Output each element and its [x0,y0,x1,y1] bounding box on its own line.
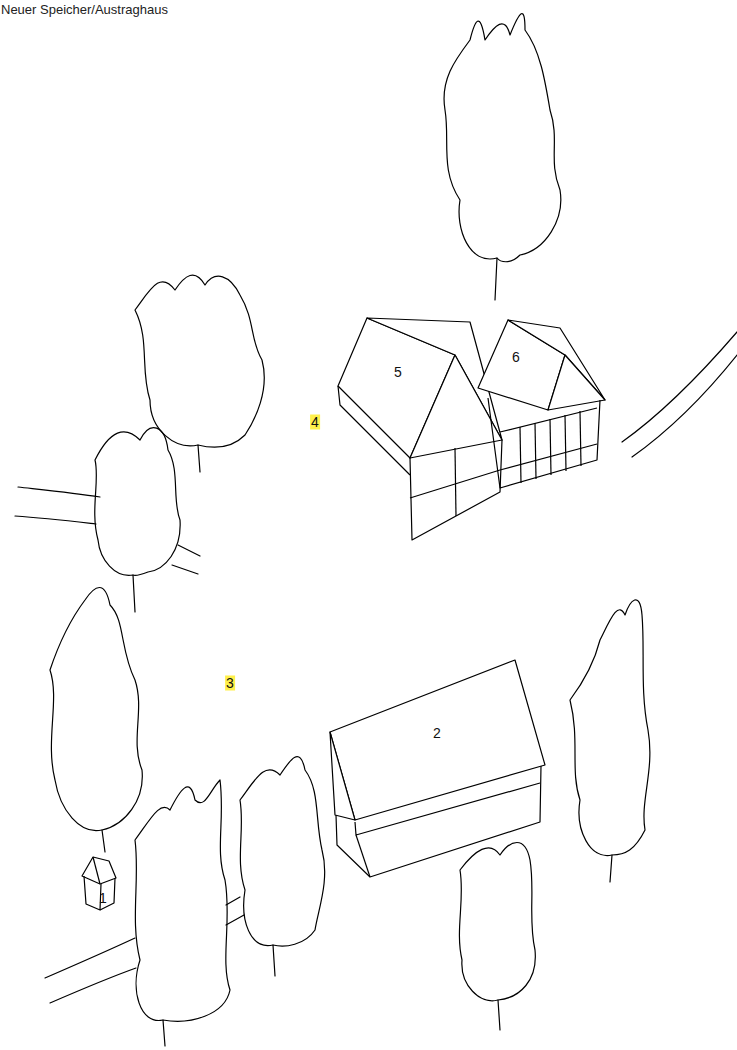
tree-trunk [198,445,200,472]
road-line [45,938,135,978]
building-line [338,386,410,475]
road-line [622,332,737,442]
building-line [565,415,566,471]
building-line [500,444,597,470]
road-line [178,545,200,556]
building-line [330,732,355,820]
tree-outline [135,780,230,1021]
building-line [548,355,605,410]
tree-trunk [133,575,135,612]
building-node: 6 [470,312,610,492]
tree-trunk [102,830,105,852]
tree-outline [240,757,325,946]
road-line [172,565,198,574]
building-outline [470,312,610,492]
road-line [18,487,100,497]
building-line [550,419,551,475]
callout-number: 6 [512,349,520,365]
building-line [500,408,597,432]
tree-outline [95,428,180,576]
building-line [100,878,115,910]
building-outline [330,310,510,545]
tree-trunk [610,855,612,882]
road-line [15,516,96,524]
road-line [226,915,244,925]
road-line [50,968,136,1003]
building-node: 1 [78,852,118,914]
building-line [355,783,540,835]
building-line [520,427,521,483]
callout-number: 4 [310,415,320,430]
callout-number: 5 [394,364,402,380]
callout-number: 1 [99,890,107,906]
building-outline [320,655,550,880]
tree-outline [50,588,142,831]
road-line [226,897,240,905]
tree-outline [135,275,264,447]
building-line [535,423,536,479]
building-node: 5 [330,310,510,545]
building-line [356,835,370,877]
building-line [336,766,541,877]
building-line [93,857,100,884]
tree-trunk [495,258,497,300]
tree-outline [459,843,535,1001]
tree-trunk [273,945,275,976]
road-line [632,355,737,457]
building-line [330,660,545,820]
tree-trunk [498,1000,500,1030]
building-line [580,411,581,466]
callout-number: 2 [433,725,441,741]
building-line [488,398,600,488]
callout-number: 3 [225,676,235,691]
building-line [82,857,116,884]
building-outline [78,852,118,914]
building-line [84,876,101,910]
building-line [410,440,502,540]
building-line [455,448,456,516]
tree-outline [570,600,650,856]
building-node: 2 [320,655,550,880]
tree-outline [444,14,561,262]
sheet-title: Neuer Speicher/Austraghaus [1,2,168,17]
tree-trunk [163,1020,165,1046]
